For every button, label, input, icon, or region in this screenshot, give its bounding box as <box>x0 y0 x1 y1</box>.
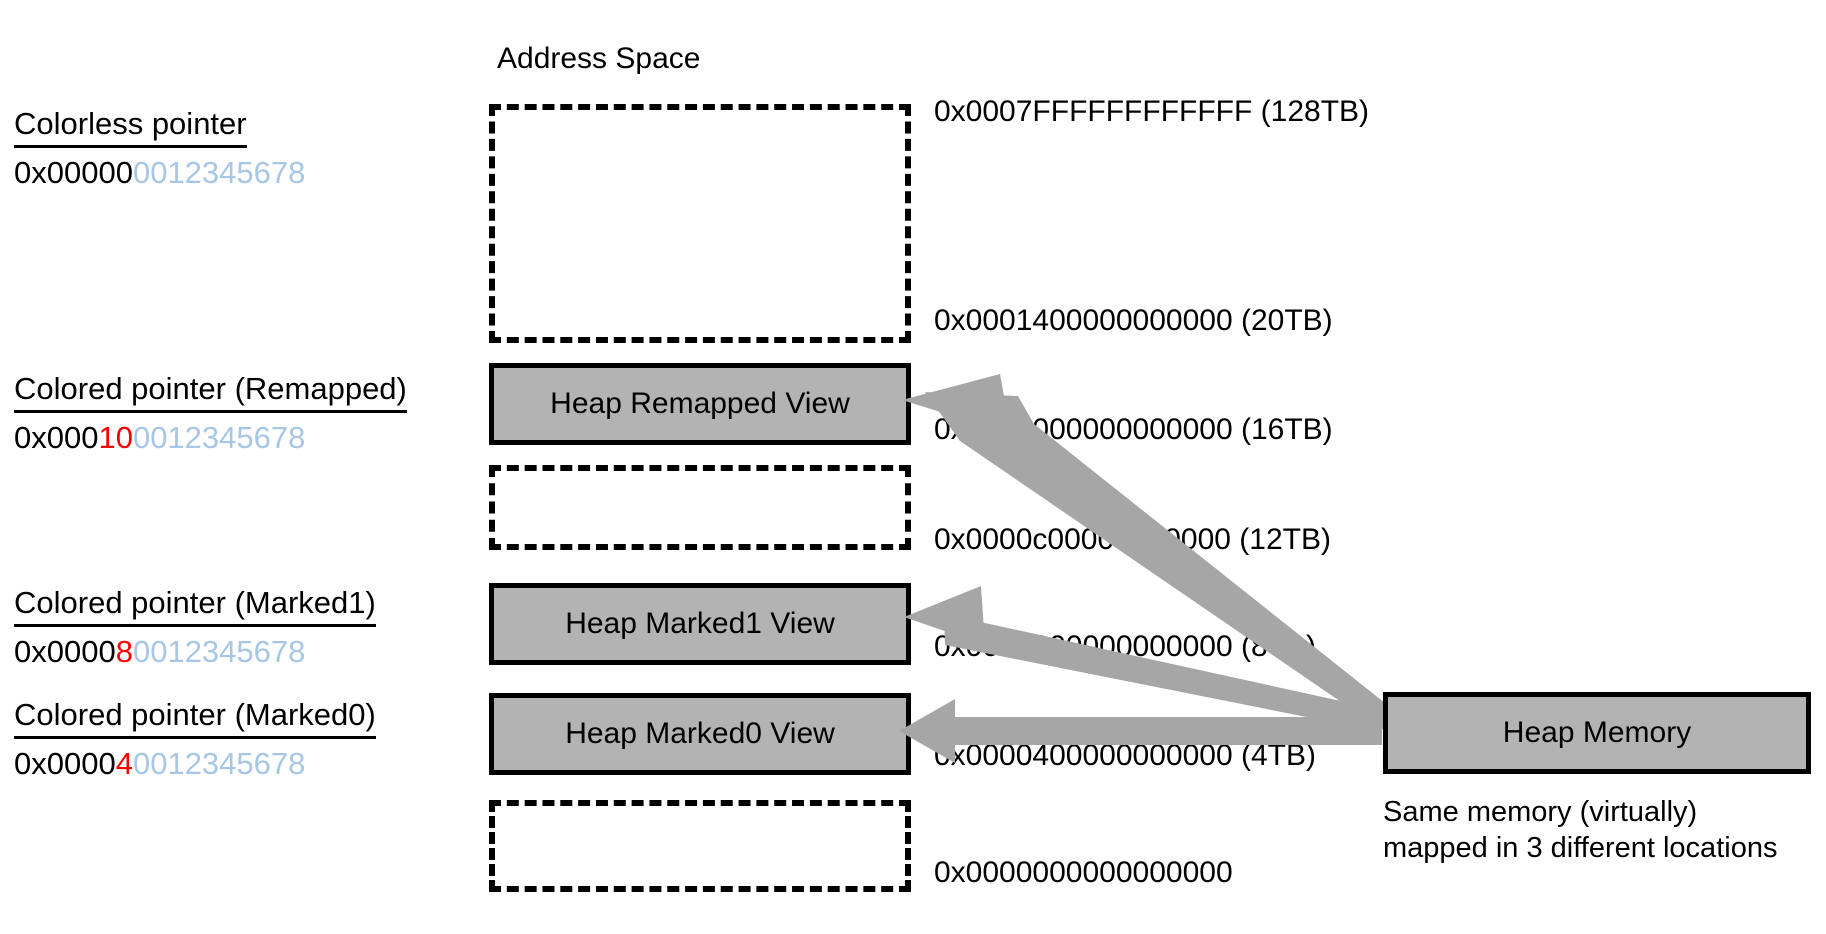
pointer-legend-label: Colored pointer (Marked1) <box>14 583 376 627</box>
pointer-value-prefix: 0x0000 <box>14 634 116 669</box>
address-region-heap-remapped-view: Heap Remapped View <box>489 363 911 445</box>
address-region-unmapped-bottom <box>489 800 911 892</box>
address-tick-20tb: 0x0001400000000000 (20TB) <box>934 304 1333 337</box>
pointer-legend-marked0: Colored pointer (Marked0) 0x000040012345… <box>14 695 376 785</box>
pointer-value-offset-bits: 0012345678 <box>132 420 306 455</box>
heap-memory-caption: Same memory (virtually) mapped in 3 diff… <box>1383 794 1823 866</box>
pointer-value-color-bits: 8 <box>115 634 133 669</box>
pointer-legend-label: Colorless pointer <box>14 104 247 148</box>
region-label: Heap Marked1 View <box>565 607 835 640</box>
pointer-legend-value: 0x000040012345678 <box>14 743 376 785</box>
address-tick-4tb: 0x0000400000000000 (4TB) <box>934 739 1316 772</box>
address-tick-zero: 0x0000000000000000 <box>934 856 1233 889</box>
pointer-value-prefix: 0x00000 <box>14 155 133 190</box>
pointer-value-offset-bits: 0012345678 <box>132 746 306 781</box>
address-tick-8tb: 0x0000800000000000 (8TB) <box>934 630 1316 663</box>
pointer-legend-value: 0x000100012345678 <box>14 417 407 459</box>
pointer-value-offset-bits: 0012345678 <box>132 634 306 669</box>
pointer-legend-remapped: Colored pointer (Remapped) 0x00010001234… <box>14 369 407 459</box>
pointer-legend-value: 0x000080012345678 <box>14 631 376 673</box>
region-label: Heap Marked0 View <box>565 717 835 750</box>
address-region-heap-marked1-view: Heap Marked1 View <box>489 583 911 665</box>
pointer-legend-marked1: Colored pointer (Marked1) 0x000080012345… <box>14 583 376 673</box>
heap-memory-box: Heap Memory <box>1383 692 1811 774</box>
address-region-unmapped-top <box>489 104 911 343</box>
pointer-value-color-bits: 10 <box>98 420 133 455</box>
pointer-legend-label: Colored pointer (Remapped) <box>14 369 407 413</box>
region-label: Heap Remapped View <box>550 387 850 420</box>
pointer-value-prefix: 0x000 <box>14 420 99 455</box>
address-space-title: Address Space <box>497 42 701 75</box>
heap-memory-caption-line1: Same memory (virtually) <box>1383 796 1698 828</box>
pointer-value-color-bits: 4 <box>115 746 133 781</box>
address-tick-128tb: 0x0007FFFFFFFFFFFF (128TB) <box>934 95 1370 128</box>
address-tick-16tb: 0x0001000000000000 (16TB) <box>934 413 1333 446</box>
address-tick-12tb: 0x0000c00000000000 (12TB) <box>934 523 1331 556</box>
pointer-value-prefix: 0x0000 <box>14 746 116 781</box>
pointer-legend-colorless: Colorless pointer 0x000000012345678 <box>14 104 305 194</box>
heap-memory-caption-line2: mapped in 3 different locations <box>1383 832 1778 864</box>
heap-memory-label: Heap Memory <box>1502 716 1692 749</box>
pointer-legend-value: 0x000000012345678 <box>14 152 305 194</box>
address-region-heap-marked0-view: Heap Marked0 View <box>489 693 911 775</box>
pointer-legend-label: Colored pointer (Marked0) <box>14 695 376 739</box>
pointer-value-offset-bits: 0012345678 <box>132 155 306 190</box>
address-region-unmapped-mid <box>489 465 911 550</box>
